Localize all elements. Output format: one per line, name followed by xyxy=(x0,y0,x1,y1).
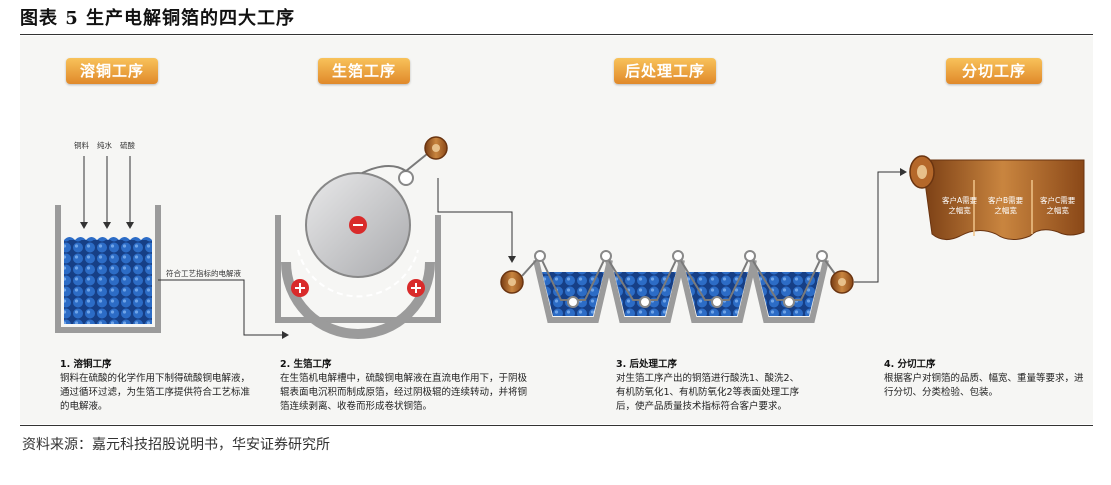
stage-4-badge: 分切工序 xyxy=(946,58,1042,84)
input-arrows xyxy=(80,156,134,229)
flow-arrow-3 xyxy=(854,168,907,283)
stage-3-badge: 后处理工序 xyxy=(614,58,716,84)
roll-label-c: 客户C需要之幅宽 xyxy=(1040,196,1076,215)
diagram-panel xyxy=(20,36,1093,424)
top-rule xyxy=(20,34,1093,35)
stage-2-heading: 2. 生箔工序 xyxy=(280,359,332,370)
flow-arrow-1 xyxy=(158,279,289,339)
roll-label-a: 客户A需要之幅宽 xyxy=(942,196,978,215)
slit-foil-roll xyxy=(909,155,1085,240)
stage-4-heading: 4. 分切工序 xyxy=(884,359,936,370)
dissolving-tank xyxy=(55,205,161,333)
figure-title: 图表 5 生产电解铜箔的四大工序 xyxy=(20,8,296,29)
source-note: 资料来源：嘉元科技招股说明书，华安证券研究所 xyxy=(22,437,330,453)
bottom-rule xyxy=(20,425,1093,426)
input-label-copper: 铜料 xyxy=(74,141,89,150)
flow-label: 符合工艺指标的电解液 xyxy=(166,269,241,278)
stage-2-badge: 生箔工序 xyxy=(318,58,410,84)
roll-label-b: 客户B需要之幅宽 xyxy=(988,196,1024,215)
stage-1-description: 1. 溶铜工序 铜料在硫酸的化学作用下制得硫酸铜电解液， 通过循环过滤，为生箔工… xyxy=(60,358,270,414)
stage-1-heading: 1. 溶铜工序 xyxy=(60,359,112,370)
stage-3-heading: 3. 后处理工序 xyxy=(616,359,678,370)
stage-4-description: 4. 分切工序 根据客户对铜箔的品质、幅宽、重量等要求，进 行分切、分类检验、包… xyxy=(884,358,1098,400)
stage-3-description: 3. 后处理工序 对生箔工序产出的铜箔进行酸洗1、酸洗2、 有机防氧化1、有机防… xyxy=(616,358,826,414)
input-label-acid: 硫酸 xyxy=(120,141,135,150)
electrolysis-cell xyxy=(275,136,448,339)
stage-1-badge: 溶铜工序 xyxy=(66,58,158,84)
input-label-water: 纯水 xyxy=(97,141,112,150)
stage-2-description: 2. 生箔工序 在生箔机电解槽中，硫酸铜电解液在直流电作用下，于阴极 辊表面电沉… xyxy=(280,358,550,414)
treatment-baths xyxy=(500,250,854,323)
flow-arrow-2 xyxy=(437,178,516,263)
